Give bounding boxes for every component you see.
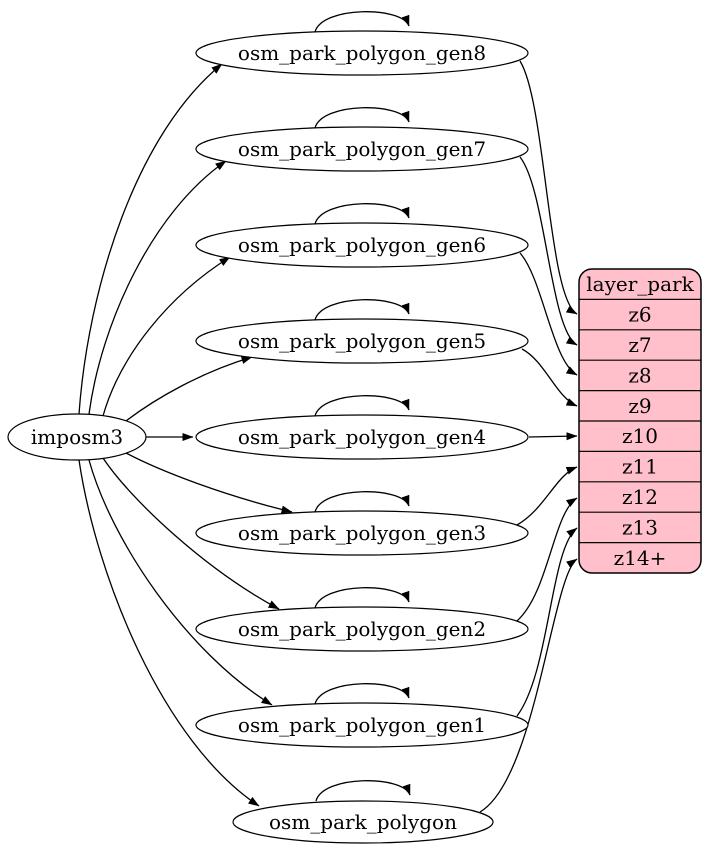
self-loop-gen2 bbox=[314, 587, 410, 609]
edge-gen3-to-z11 bbox=[516, 466, 578, 526]
node-osm-park-polygon-gen7: osm_park_polygon_gen7 bbox=[195, 126, 529, 172]
self-loop-gen4 bbox=[314, 395, 410, 417]
node-osm-park-polygon-gen2: osm_park_polygon_gen2 bbox=[195, 606, 529, 652]
node-osm-park-polygon: osm_park_polygon bbox=[232, 800, 494, 844]
edge-gen5-to-z9 bbox=[521, 348, 578, 407]
imposm3-label: imposm3 bbox=[31, 425, 123, 449]
edge-imposm3-to-gen3 bbox=[125, 452, 293, 514]
layer-park-row-z9: z9 bbox=[628, 394, 651, 418]
edge-gen4-to-z10 bbox=[528, 432, 578, 441]
edge-imposm3-to-gen2 bbox=[102, 457, 280, 610]
edge-imposm3-to-gen6 bbox=[102, 256, 231, 417]
edge-gen7-to-z7 bbox=[519, 156, 578, 346]
gen8-ellipse bbox=[195, 30, 529, 76]
edge-gen8-to-z6 bbox=[519, 60, 578, 315]
edges-to-layer-park bbox=[479, 60, 578, 813]
gen1-ellipse bbox=[195, 702, 529, 748]
edge-imposm3-to-gen7 bbox=[88, 160, 227, 415]
gen6-ellipse bbox=[195, 222, 529, 268]
gen4-label: osm_park_polygon_gen4 bbox=[238, 425, 486, 449]
gen7-label: osm_park_polygon_gen7 bbox=[238, 137, 486, 161]
gen3-label: osm_park_polygon_gen3 bbox=[238, 521, 486, 545]
self-loop-gen1 bbox=[314, 683, 410, 705]
edge-osm-park-polygon-to-z14plus bbox=[479, 558, 578, 813]
self-loop-gen3 bbox=[314, 491, 410, 513]
gen5-ellipse bbox=[195, 318, 529, 364]
osm-park-polygon-ellipse bbox=[232, 800, 494, 844]
node-osm-park-polygon-gen3: osm_park_polygon_gen3 bbox=[195, 510, 529, 556]
self-loop-gen5 bbox=[314, 299, 410, 321]
node-layer-park: layer_park z6 z7 z8 z9 z10 z11 z12 z13 z… bbox=[578, 268, 702, 574]
node-osm-park-polygon-gen1: osm_park_polygon_gen1 bbox=[195, 702, 529, 748]
edge-gen2-to-z12 bbox=[516, 497, 578, 622]
gen3-ellipse bbox=[195, 510, 529, 556]
gen2-ellipse bbox=[195, 606, 529, 652]
edge-imposm3-to-osm-park-polygon bbox=[78, 459, 260, 807]
edge-imposm3-to-gen8 bbox=[78, 63, 223, 415]
layer-park-title: layer_park bbox=[586, 272, 694, 296]
self-loop-gen7 bbox=[314, 107, 410, 129]
node-osm-park-polygon-gen6: osm_park_polygon_gen6 bbox=[195, 222, 529, 268]
self-loop-osm-park-polygon bbox=[315, 780, 411, 802]
layer-park-row-z12: z12 bbox=[622, 485, 658, 509]
edge-gen6-to-z8 bbox=[519, 252, 578, 376]
node-osm-park-polygon-gen4: osm_park_polygon_gen4 bbox=[195, 414, 529, 460]
edge-imposm3-to-gen1 bbox=[88, 459, 273, 706]
node-imposm3: imposm3 bbox=[7, 413, 147, 461]
gen4-ellipse bbox=[195, 414, 529, 460]
edge-gen1-to-z13 bbox=[516, 527, 578, 717]
edges-from-imposm3 bbox=[78, 63, 293, 807]
layer-park-row-z13: z13 bbox=[622, 515, 658, 539]
self-loops bbox=[314, 11, 411, 802]
layer-park-row-z10: z10 bbox=[622, 424, 658, 448]
gen7-ellipse bbox=[195, 126, 529, 172]
self-loop-gen8 bbox=[314, 11, 410, 33]
edge-imposm3-to-gen5 bbox=[125, 356, 253, 422]
layer-park-row-z8: z8 bbox=[628, 363, 651, 387]
node-osm-park-polygon-gen8: osm_park_polygon_gen8 bbox=[195, 30, 529, 76]
gen6-label: osm_park_polygon_gen6 bbox=[238, 233, 486, 257]
layer-park-row-z14plus: z14+ bbox=[614, 546, 667, 570]
layer-park-row-z6: z6 bbox=[628, 303, 651, 327]
self-loop-gen6 bbox=[314, 203, 410, 225]
layer-park-row-z7: z7 bbox=[628, 333, 651, 357]
gen5-label: osm_park_polygon_gen5 bbox=[238, 329, 486, 353]
gen1-label: osm_park_polygon_gen1 bbox=[238, 713, 486, 737]
osm-park-polygon-label: osm_park_polygon bbox=[269, 810, 457, 834]
imposm3-ellipse bbox=[7, 413, 147, 461]
layer-park-row-z11: z11 bbox=[622, 455, 658, 479]
gen2-label: osm_park_polygon_gen2 bbox=[238, 617, 486, 641]
gen8-label: osm_park_polygon_gen8 bbox=[238, 41, 486, 65]
node-osm-park-polygon-gen5: osm_park_polygon_gen5 bbox=[195, 318, 529, 364]
